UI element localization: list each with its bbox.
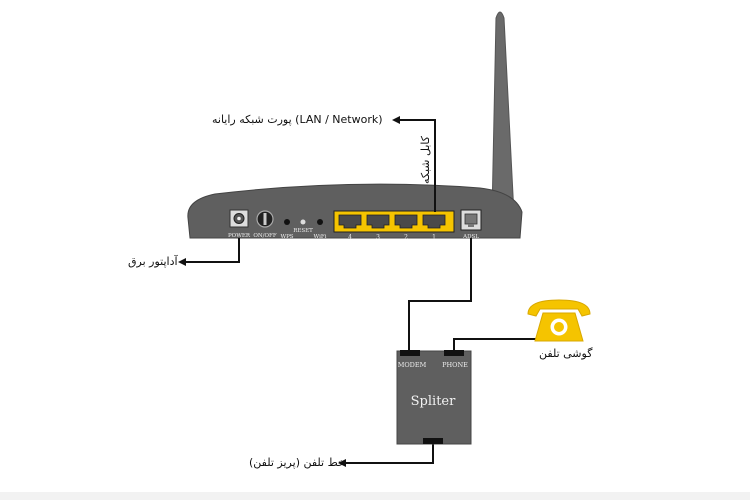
adsl-label: ADSL <box>462 234 479 240</box>
reset-label: RESET <box>293 228 313 234</box>
adsl-cable <box>408 238 472 351</box>
lan-port-3 <box>366 214 390 229</box>
lan-number-1: 1 <box>432 234 436 241</box>
onoff-label: ON/OFF <box>253 233 276 239</box>
lan-number-2: 2 <box>404 234 408 241</box>
arrow-line <box>338 459 346 467</box>
wps-label: WPS <box>280 234 293 240</box>
lan-port-2 <box>394 214 418 229</box>
splitter-box <box>396 350 472 445</box>
lan-port-4 <box>338 214 362 229</box>
lan-port-1 <box>422 214 446 229</box>
network-cable <box>398 119 436 212</box>
adapter-label: آداپتور برق <box>128 255 178 268</box>
lan-number-3: 3 <box>376 234 380 241</box>
adsl-port <box>460 209 482 231</box>
splitter-phone-jack <box>444 350 464 356</box>
power-label: POWER <box>228 233 251 239</box>
splitter-phone-label: PHONE <box>442 361 468 369</box>
bottom-strip <box>0 492 750 500</box>
wires <box>184 119 560 464</box>
reset-hole <box>300 219 306 225</box>
lan-ports <box>333 210 455 233</box>
phone-line-label: خط تلفن (پریز تلفن) <box>249 456 345 469</box>
phone-label: گوشی تلفن <box>539 347 593 360</box>
power-cable <box>184 238 240 263</box>
lan-port-label: پورت شبکه رایانه (LAN / Network) <box>212 113 383 126</box>
line-cable <box>344 443 434 464</box>
splitter-modem-label: MODEM <box>398 361 427 369</box>
wps-button <box>284 219 290 225</box>
splitter-title: Spliter <box>411 394 456 409</box>
telephone-icon <box>527 299 591 342</box>
network-cable-label: کابل شبکه <box>419 135 432 184</box>
wifi-label: WiFi <box>314 234 327 240</box>
splitter-line-jack <box>423 438 443 444</box>
splitter-modem-jack <box>400 350 420 356</box>
router-antenna <box>491 11 515 216</box>
wifi-button <box>317 219 323 225</box>
arrow-adapter <box>178 258 186 266</box>
arrow-lan <box>392 116 400 124</box>
lan-number-4: 4 <box>348 234 352 241</box>
